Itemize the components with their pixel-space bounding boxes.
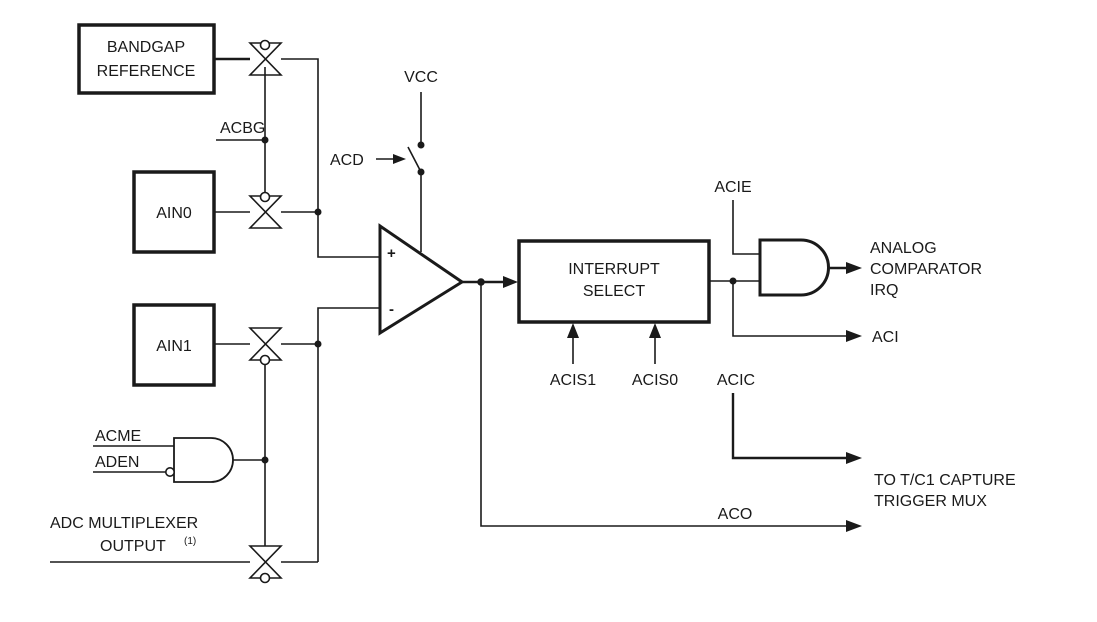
acbg-label: ACBG — [220, 120, 265, 137]
acie-wire — [732, 200, 760, 255]
aci-label: ACI — [872, 329, 899, 346]
bandgap-transmission-gate — [248, 39, 283, 76]
vcc-switch-contact — [417, 141, 425, 149]
vcc-label: VCC — [404, 69, 438, 86]
minus-input-wire — [317, 307, 380, 562]
bandgap-label-line1: BANDGAP — [107, 39, 185, 56]
adc-mux-label-line2: OUTPUT — [100, 538, 166, 555]
acd-label: ACD — [330, 152, 364, 169]
capture-label-line2: TRIGGER MUX — [874, 493, 987, 510]
aci-arrow-icon — [846, 330, 862, 342]
irq-label-line2: COMPARATOR — [870, 261, 982, 278]
ain1-label: AIN1 — [156, 338, 192, 355]
adc-mux-label-line1: ADC MULTIPLEXER — [50, 515, 198, 532]
acme-aden-and-gate — [165, 437, 234, 483]
interrupt-select-input-arrow-icon — [503, 276, 518, 288]
bandgap-gate-bubble — [259, 39, 271, 51]
adc-mux-footnote: (1) — [184, 536, 196, 547]
capture-label-line1: TO T/C1 CAPTURE — [874, 472, 1016, 489]
ain0-label: AIN0 — [156, 205, 192, 222]
acis0-arrow-icon — [649, 323, 661, 338]
bandgap-reference-block: BANDGAP REFERENCE — [77, 23, 216, 95]
aco-arrow-icon — [846, 520, 862, 532]
ain1-transmission-gate — [248, 327, 283, 366]
ain0-block: AIN0 — [132, 170, 216, 254]
ain0-gate-bubble — [259, 191, 271, 203]
aco-wire — [480, 282, 852, 527]
comparator-minus-sign: - — [389, 301, 394, 318]
acd-arrow-icon — [393, 154, 406, 164]
ain0-transmission-gate — [248, 191, 283, 229]
plus-input-wire — [281, 58, 380, 258]
and-gate-junction — [261, 456, 269, 464]
aco-label: ACO — [718, 506, 753, 523]
comparator-plus-sign: + — [387, 245, 396, 262]
acis0-label: ACIS0 — [632, 372, 678, 389]
acis1-arrow-icon — [567, 323, 579, 338]
interrupt-select-block: INTERRUPT SELECT — [517, 239, 711, 324]
acic-arrow-icon — [846, 452, 862, 464]
bandgap-label-line2: REFERENCE — [97, 63, 196, 80]
irq-arrow-icon — [846, 262, 862, 274]
acd-switch[interactable] — [407, 146, 422, 173]
acis1-label: ACIS1 — [550, 372, 596, 389]
ain1-gate-bubble — [259, 354, 271, 366]
interrupt-select-label-line2: SELECT — [583, 283, 645, 300]
ain0-junction — [314, 208, 322, 216]
adc-mux-gate-bubble — [259, 572, 271, 584]
comparator: + - — [378, 223, 465, 336]
acic-label: ACIC — [717, 372, 755, 389]
aden-inverter-bubble — [165, 466, 176, 477]
adc-mux-transmission-gate — [248, 545, 283, 584]
acbg-junction — [261, 136, 269, 144]
irq-and-gate — [758, 238, 830, 297]
aci-wire — [732, 281, 852, 337]
irq-label-line3: IRQ — [870, 282, 898, 299]
acic-wire — [731, 393, 852, 460]
acme-label: ACME — [95, 428, 141, 445]
ain1-block: AIN1 — [132, 303, 216, 387]
interrupt-select-label-line1: INTERRUPT — [568, 261, 660, 278]
irq-label-line1: ANALOG — [870, 240, 937, 257]
aden-label: ADEN — [95, 454, 139, 471]
acie-label: ACIE — [714, 179, 751, 196]
